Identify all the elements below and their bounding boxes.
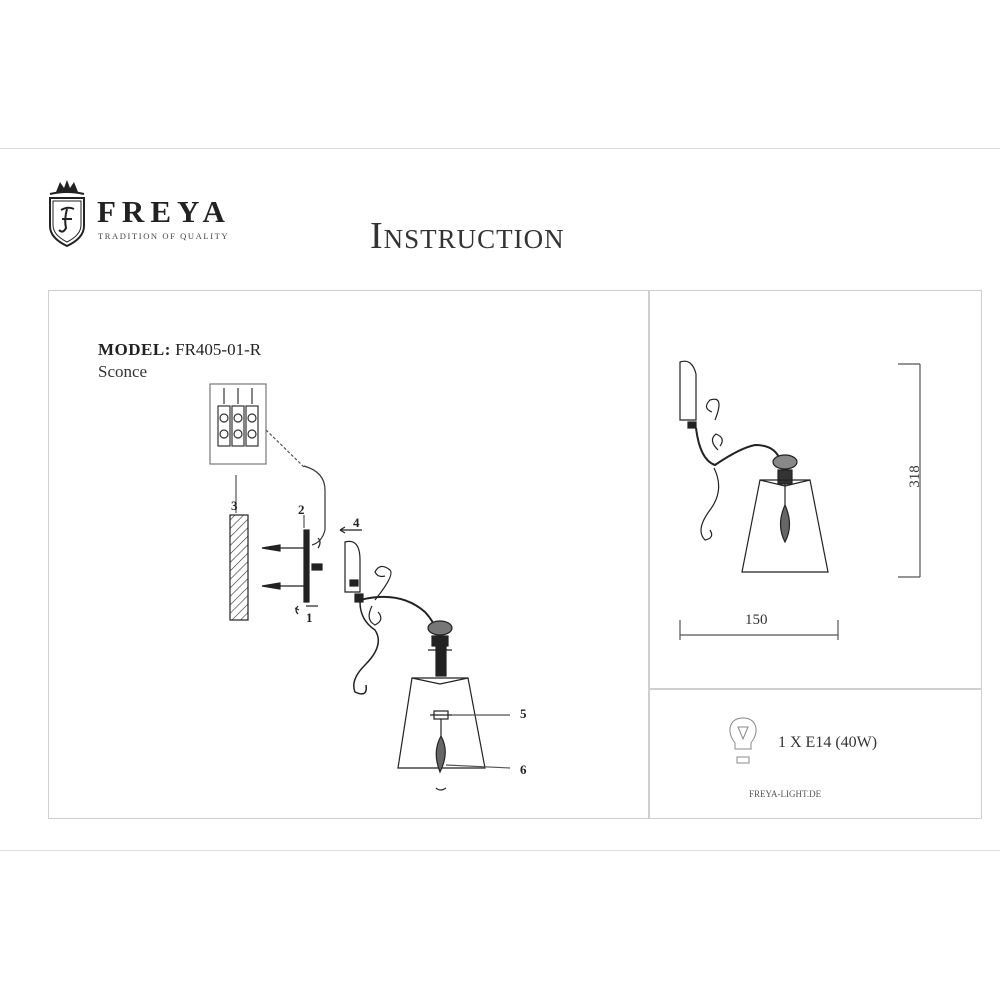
brand-name: FREYA	[97, 194, 231, 229]
bulb-spec: 1 X E14 (40W)	[778, 734, 878, 751]
website: FREYA-LIGHT.DE	[749, 789, 822, 799]
callout-5: 5	[520, 706, 527, 721]
freya-crest-logo	[49, 180, 85, 248]
callout-6: 6	[520, 762, 527, 777]
model-line: MODEL: FR405-01-R	[98, 340, 261, 359]
height-dimension: 318	[906, 465, 923, 488]
callout-3: 3	[231, 498, 238, 513]
assembly-panel	[48, 290, 650, 819]
bulb-panel	[648, 688, 982, 819]
bottom-rule	[0, 850, 1000, 851]
brand-tagline: TRADITION OF QUALITY	[98, 231, 230, 241]
dimension-drawing	[679, 360, 921, 640]
callout-1: 1	[306, 610, 313, 625]
top-rule	[0, 148, 1000, 149]
light-bulb-icon	[729, 717, 757, 764]
callout-2: 2	[298, 502, 305, 517]
page-title: Instruction	[370, 215, 565, 257]
product-type: Sconce	[98, 362, 148, 381]
width-dimension: 150	[745, 612, 768, 628]
model-value: FR405-01-R	[175, 340, 262, 359]
callout-4: 4	[353, 515, 360, 530]
dimensions-panel	[648, 290, 982, 690]
assembly-diagram	[209, 383, 511, 791]
model-label: MODEL:	[98, 340, 171, 359]
